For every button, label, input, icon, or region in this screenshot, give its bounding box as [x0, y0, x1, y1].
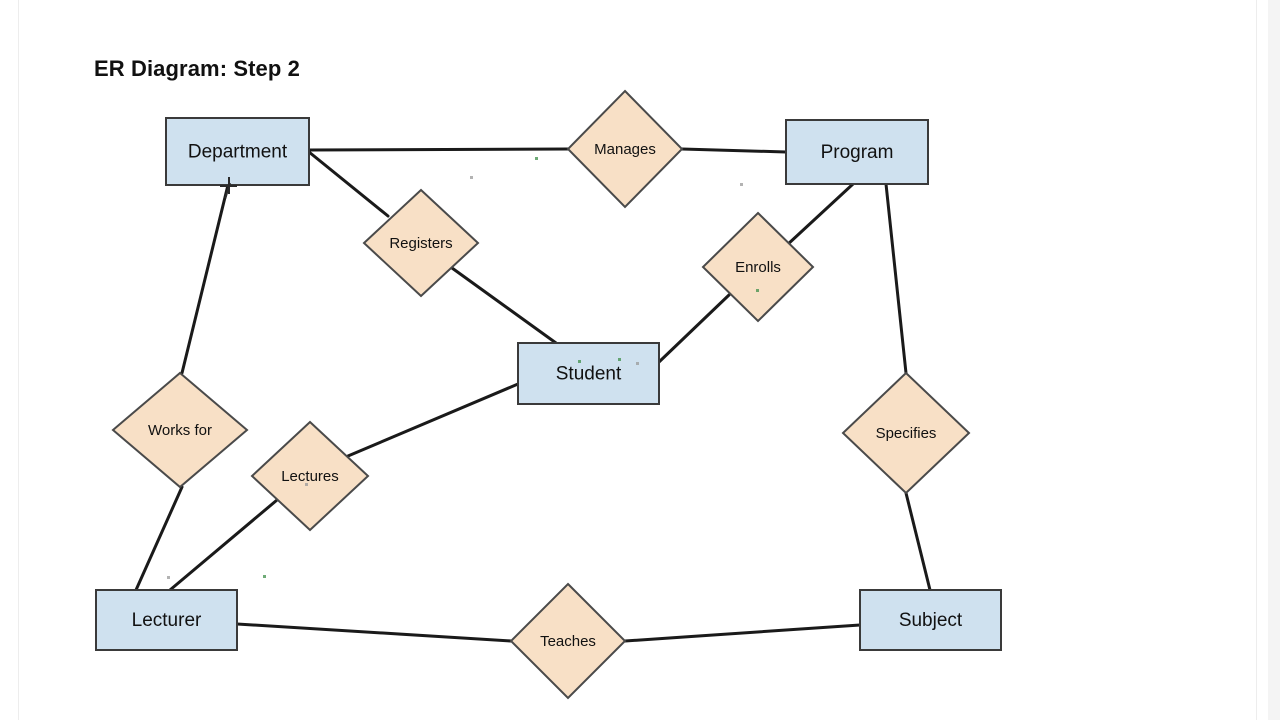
- entity-label: Subject: [899, 610, 963, 631]
- relationship-label: Registers: [389, 235, 452, 252]
- entity-program[interactable]: Program: [785, 119, 929, 185]
- connector-department-registers: [307, 150, 390, 218]
- connector-specifies-subject: [904, 491, 932, 592]
- relationship-label: Specifies: [876, 425, 937, 442]
- relationship-label: Manages: [594, 141, 656, 158]
- relationship-enrolls[interactable]: Enrolls: [701, 211, 815, 323]
- entity-department[interactable]: Department: [165, 117, 310, 186]
- page-title: ER Diagram: Step 2: [94, 56, 300, 81]
- render-speck: [756, 289, 759, 292]
- render-speck: [167, 576, 170, 579]
- entity-shape: [785, 119, 929, 185]
- entity-shape: [165, 117, 310, 186]
- relationship-works-for[interactable]: Works for: [111, 371, 249, 489]
- relationship-shape: [250, 420, 370, 532]
- connector-department-worksfor: [180, 183, 230, 375]
- connector-lecturer-lectures: [168, 498, 279, 592]
- entity-label: Department: [188, 142, 288, 163]
- relationship-label: Enrolls: [735, 259, 781, 276]
- render-speck: [305, 483, 308, 486]
- entity-lecturer[interactable]: Lecturer: [95, 589, 238, 651]
- render-speck: [618, 358, 621, 361]
- entity-label: Program: [821, 142, 894, 163]
- page-guide-right: [1256, 0, 1257, 720]
- entity-shape: [859, 589, 1002, 651]
- connector-program-enrolls: [785, 182, 855, 247]
- connector-department-manages: [307, 147, 570, 152]
- entity-shape: [95, 589, 238, 651]
- render-speck: [740, 183, 743, 186]
- relationship-shape: [111, 371, 249, 489]
- connector-lectures-student: [346, 382, 520, 458]
- entity-subject[interactable]: Subject: [859, 589, 1002, 651]
- relationship-registers[interactable]: Registers: [362, 188, 480, 298]
- connector-program-specifies: [884, 182, 908, 375]
- connector-lecturer-teaches: [235, 622, 513, 643]
- entity-student[interactable]: Student: [517, 342, 660, 405]
- render-speck: [263, 575, 266, 578]
- entity-label: Lecturer: [132, 610, 202, 631]
- entity-label: Student: [556, 364, 622, 385]
- render-speck: [636, 362, 639, 365]
- relationship-shape: [701, 211, 815, 323]
- render-speck: [578, 360, 581, 363]
- page-guide-left: [18, 0, 19, 720]
- relationship-shape: [566, 89, 684, 209]
- render-speck: [470, 176, 473, 179]
- relationship-lectures[interactable]: Lectures: [250, 420, 370, 532]
- connector-teaches-subject: [623, 623, 862, 643]
- relationship-shape: [509, 582, 627, 700]
- relationship-manages[interactable]: Manages: [566, 89, 684, 209]
- relationship-label: Works for: [148, 422, 212, 439]
- relationship-teaches[interactable]: Teaches: [509, 582, 627, 700]
- entity-shape: [517, 342, 660, 405]
- connector-enrolls-student: [657, 293, 731, 364]
- relationship-label: Lectures: [281, 468, 339, 485]
- relationship-specifies[interactable]: Specifies: [841, 371, 971, 495]
- connector-manages-program: [680, 147, 788, 154]
- relationship-label: Teaches: [540, 633, 596, 650]
- relationship-shape: [362, 188, 480, 298]
- connector-registers-student: [450, 266, 558, 345]
- render-speck: [535, 157, 538, 160]
- relationship-shape: [841, 371, 971, 495]
- connector-layer: [134, 147, 932, 643]
- connector-worksfor-lecturer: [134, 485, 184, 592]
- page-edge-band: [1268, 0, 1280, 720]
